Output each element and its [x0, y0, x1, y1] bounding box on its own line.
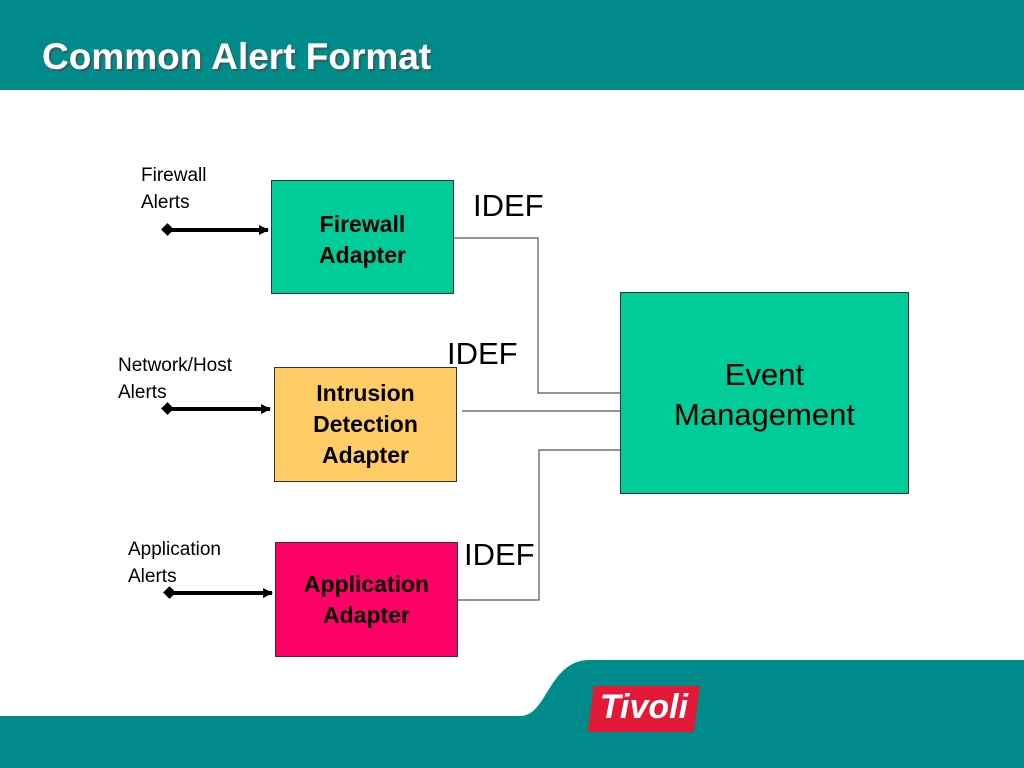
- firewall-idef-connector: [454, 237, 621, 394]
- firewall-input-arrow: [161, 223, 269, 236]
- network-host-input-arrow: [161, 402, 271, 415]
- intrusion-detection-adapter-box: Intrusion Detection Adapter: [274, 367, 457, 482]
- idef-label-intrusion: IDEF: [447, 336, 518, 371]
- network-host-alerts-label: Network/Host Alerts: [118, 355, 233, 403]
- firewall-adapter-box: Firewall Adapter: [271, 180, 454, 294]
- tivoli-logo-text: Tivoli: [599, 688, 689, 726]
- tivoli-logo: Tivoli: [588, 686, 700, 732]
- title-bar: [0, 0, 1024, 90]
- firewall-alerts-label: Firewall Alerts: [141, 165, 207, 213]
- application-adapter-box: Application Adapter: [275, 542, 458, 657]
- logo-badge-shape: [588, 686, 700, 732]
- application-alerts-label: Application Alerts: [128, 539, 221, 587]
- application-idef-connector: [458, 449, 621, 601]
- idef-label-firewall: IDEF: [473, 188, 544, 223]
- footer-band: [0, 660, 1024, 768]
- idef-label-application: IDEF: [464, 537, 535, 572]
- slide-title: Common Alert Format: [42, 36, 432, 77]
- event-management-box: Event Management: [620, 292, 909, 494]
